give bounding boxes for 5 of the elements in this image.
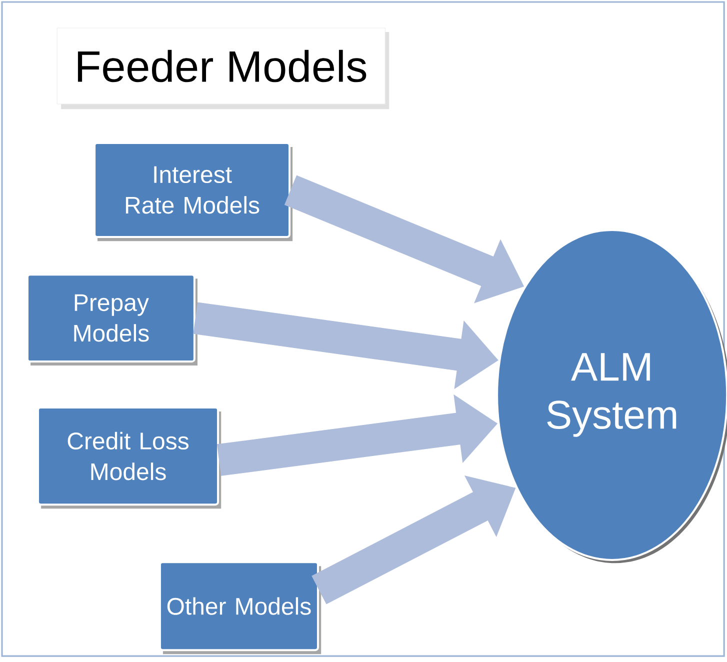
title-box: Feeder Models — [56, 28, 390, 110]
process-box: Credit Loss Models — [37, 406, 222, 509]
process-box: Other Models — [158, 561, 322, 654]
process-box: Prepay Models — [26, 274, 198, 366]
process-box: Interest Rate Models — [94, 142, 293, 242]
